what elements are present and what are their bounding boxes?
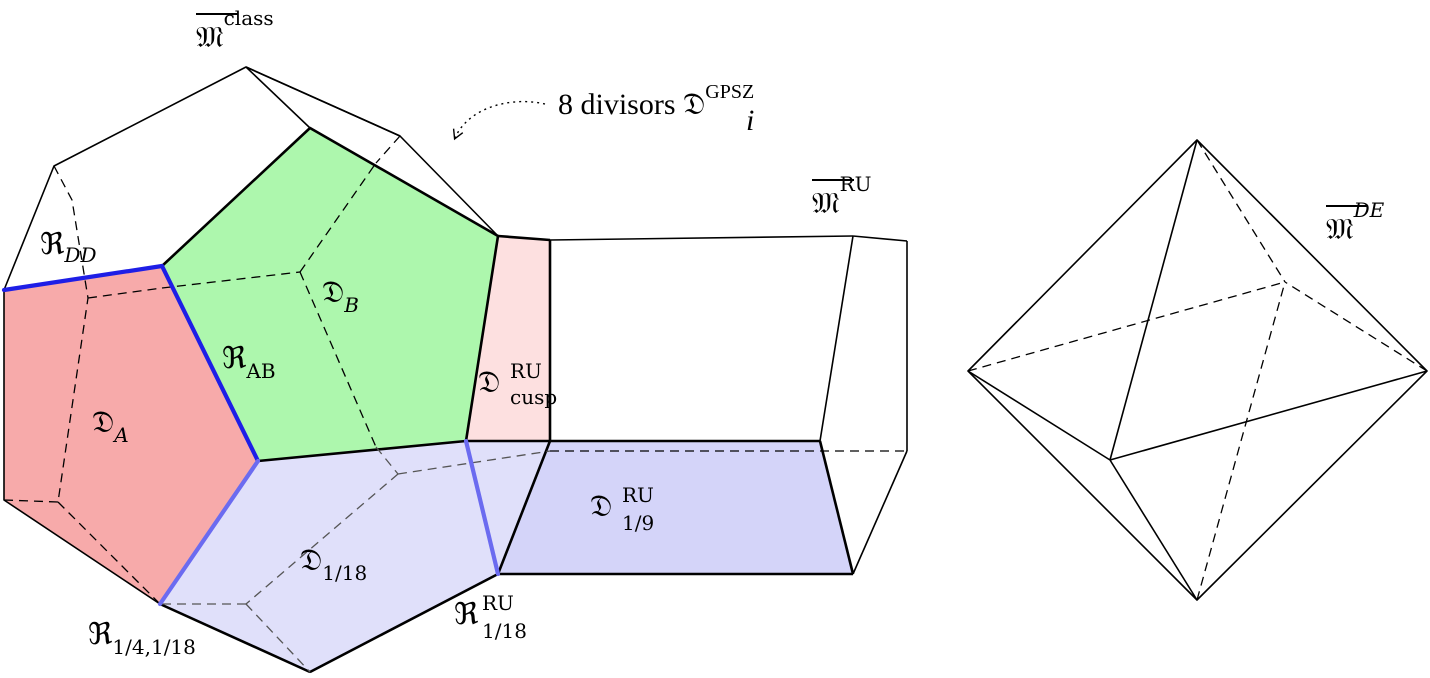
face-boundary: [818, 440, 855, 575]
hidden-edge: [397, 450, 551, 475]
face-d-a: [4, 266, 258, 604]
hidden-edge: [245, 473, 399, 605]
hidden-edge: [87, 287, 163, 299]
label-d-cusp: 𝔇: [478, 365, 500, 400]
label-r-ru-sup: RU: [482, 591, 514, 615]
face-boundary: [159, 602, 311, 674]
hidden-edge: [375, 446, 399, 475]
face-d-cusp: [466, 236, 550, 441]
label-d-1-9: 𝔇: [590, 489, 612, 524]
hidden-edge: [53, 165, 89, 503]
ridge-dd: [1, 263, 165, 293]
hidden-edge: [3, 499, 59, 503]
octahedron-de: [967, 139, 1428, 601]
label-m-class: 𝔐class: [196, 6, 274, 55]
label-r-dd: ℜDD: [40, 227, 97, 267]
dotted-curved-arrow-icon: [452, 100, 546, 141]
outer-edge: [852, 235, 908, 242]
hidden-edge: [57, 501, 161, 605]
outer-edge: [549, 235, 854, 241]
label-d-cusp-sup: RU: [510, 359, 542, 383]
label-d-1-18: 𝔇1/18: [300, 543, 367, 585]
ridge-ab: [159, 263, 261, 464]
label-m-ru: 𝔐RU: [812, 172, 872, 221]
hidden-edge: [299, 162, 377, 273]
label-r-quarter: ℜ1/4,1/18: [88, 617, 196, 659]
outer-edge: [245, 66, 401, 137]
label-d-1-9-sub: 1/9: [622, 511, 654, 535]
label-d-cusp-sub: cusp: [510, 385, 557, 409]
outer-edge: [819, 235, 854, 442]
label-annotation: 8 divisors 𝔇GPSZ: [558, 81, 754, 121]
ridge-1-4-1-18: [157, 458, 261, 607]
face-boundary: [309, 572, 499, 674]
outer-edge: [852, 450, 908, 575]
hidden-edge: [161, 271, 301, 289]
face-d-1-18: [160, 441, 550, 672]
label-d-a: 𝔇A: [92, 405, 129, 447]
face-boundary: [497, 234, 551, 242]
label-r-ru: ℜ: [454, 597, 479, 632]
face-boundary: [496, 440, 552, 575]
label-r-ab: ℜAB: [222, 341, 276, 383]
face-d-b: [162, 128, 498, 461]
label-d-b: 𝔇B: [322, 275, 359, 317]
ridge-ru-1-18: [463, 438, 501, 577]
face-d-1-9: [498, 441, 853, 574]
outer-edge: [245, 66, 311, 129]
hidden-edge: [245, 603, 311, 673]
label-d-1-9-sup: RU: [622, 483, 654, 507]
hidden-edge: [375, 135, 401, 164]
label-annotation-sub: i: [746, 104, 754, 137]
label-r-ru-sub: 1/18: [482, 619, 527, 643]
hidden-edge: [299, 271, 377, 448]
label-m-de: 𝔐DE: [1326, 198, 1385, 247]
